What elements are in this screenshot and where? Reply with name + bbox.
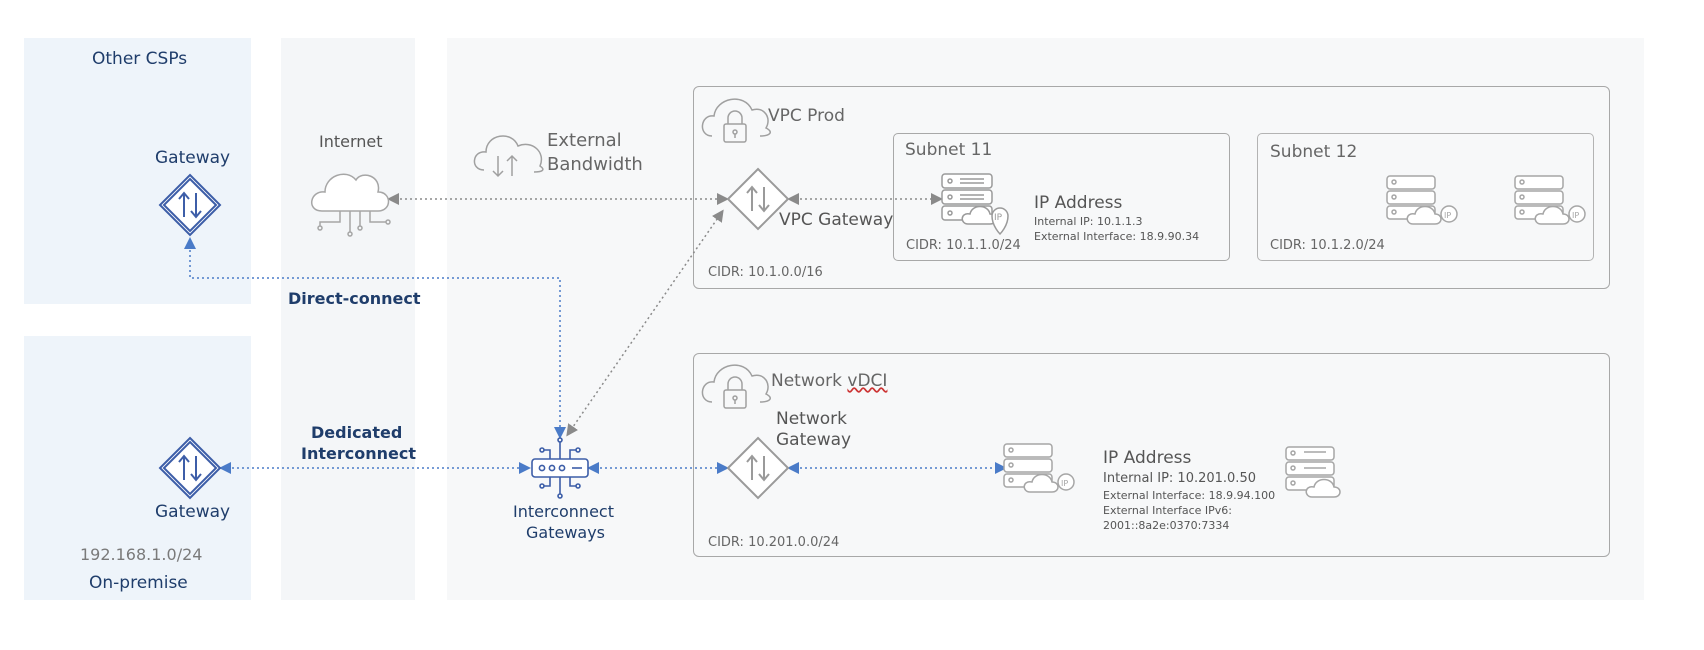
- vpc-gateway-icon: [726, 167, 790, 231]
- external-bandwidth-icon: [473, 135, 544, 178]
- subnet-11-cidr: CIDR: 10.1.1.0/24: [906, 238, 1021, 253]
- interconnect-gateway-icon: [531, 437, 589, 499]
- network-gateway-icon: [726, 436, 790, 500]
- vdci-external-ipv6-label: External Interface IPv6:: [1103, 504, 1232, 517]
- external-bandwidth-label-1: External: [547, 130, 622, 151]
- direct-connect-link: [184, 237, 566, 439]
- subnet-12-cidr: CIDR: 10.1.2.0/24: [1270, 238, 1385, 253]
- gateway-icon: [158, 436, 222, 500]
- server-ip-icon: IP: [1003, 443, 1075, 493]
- subnet-11-external-interface: External Interface: 18.9.90.34: [1034, 230, 1200, 243]
- server-ip-icon: IP: [1386, 175, 1458, 225]
- vdci-ip-title: IP Address: [1103, 448, 1192, 468]
- on-premise-label: On-premise: [89, 573, 188, 593]
- interconnect-gateways-label-1: Interconnect: [513, 502, 614, 521]
- vpc-prod-cidr: CIDR: 10.1.0.0/16: [708, 265, 823, 280]
- server-icon: [1285, 446, 1341, 498]
- server-ip-icon: IP: [1514, 175, 1586, 225]
- vpc-prod-title: VPC Prod: [768, 106, 845, 126]
- network-vdci-title-b: vDCI: [847, 371, 888, 391]
- vdci-internal-ip: Internal IP: 10.201.0.50: [1103, 471, 1256, 486]
- vdci-external-interface: External Interface: 18.9.94.100: [1103, 489, 1276, 502]
- server-ip-icon: IP: [941, 173, 1009, 236]
- ic-to-vpc-gateway-link: [566, 209, 724, 437]
- vpc-gateway-label: VPC Gateway: [779, 210, 894, 230]
- internet-label: Internet: [319, 132, 383, 151]
- lock-cloud-icon: [701, 98, 772, 143]
- on-premise-cidr: 192.168.1.0/24: [80, 545, 203, 564]
- vdci-external-ipv6: 2001::8a2e:0370:7334: [1103, 519, 1230, 532]
- other-csps-label: Other CSPs: [92, 49, 188, 69]
- svg-text:IP: IP: [1444, 211, 1451, 220]
- on-premise-gateway-label: Gateway: [155, 502, 231, 522]
- subnet-12-title: Subnet 12: [1270, 142, 1358, 162]
- vpc-prod-box: [693, 86, 1610, 289]
- network-vdci-box: [693, 353, 1610, 557]
- external-bandwidth-label-2: Bandwidth: [547, 154, 643, 175]
- subnet-11-ip-title: IP Address: [1034, 193, 1123, 213]
- vdci-cidr: CIDR: 10.201.0.0/24: [708, 535, 840, 550]
- network-gateway-label-2: Gateway: [776, 430, 852, 450]
- internet-cloud-icon: [311, 173, 391, 237]
- dedicated-interconnect-label-2: Interconnect: [301, 444, 416, 463]
- network-vdci-title: Network vDCI: [771, 371, 887, 391]
- subnet-12-box: [1257, 133, 1594, 261]
- subnet-11-title: Subnet 11: [905, 140, 993, 160]
- svg-text:IP: IP: [1572, 211, 1579, 220]
- dedicated-interconnect-label-1: Dedicated: [311, 423, 403, 442]
- subnet-11-internal-ip: Internal IP: 10.1.1.3: [1034, 215, 1143, 228]
- svg-text:IP: IP: [994, 213, 1003, 223]
- other-csps-gateway-label: Gateway: [155, 148, 231, 168]
- interconnect-gateways-label-2: Gateways: [526, 523, 606, 542]
- direct-connect-label: Direct-connect: [288, 289, 421, 308]
- network-gateway-label-1: Network: [776, 409, 847, 429]
- network-vdci-title-a: Network: [771, 371, 848, 391]
- gateway-icon: [158, 173, 222, 237]
- lock-cloud-icon: [701, 364, 772, 409]
- svg-text:IP: IP: [1061, 479, 1068, 488]
